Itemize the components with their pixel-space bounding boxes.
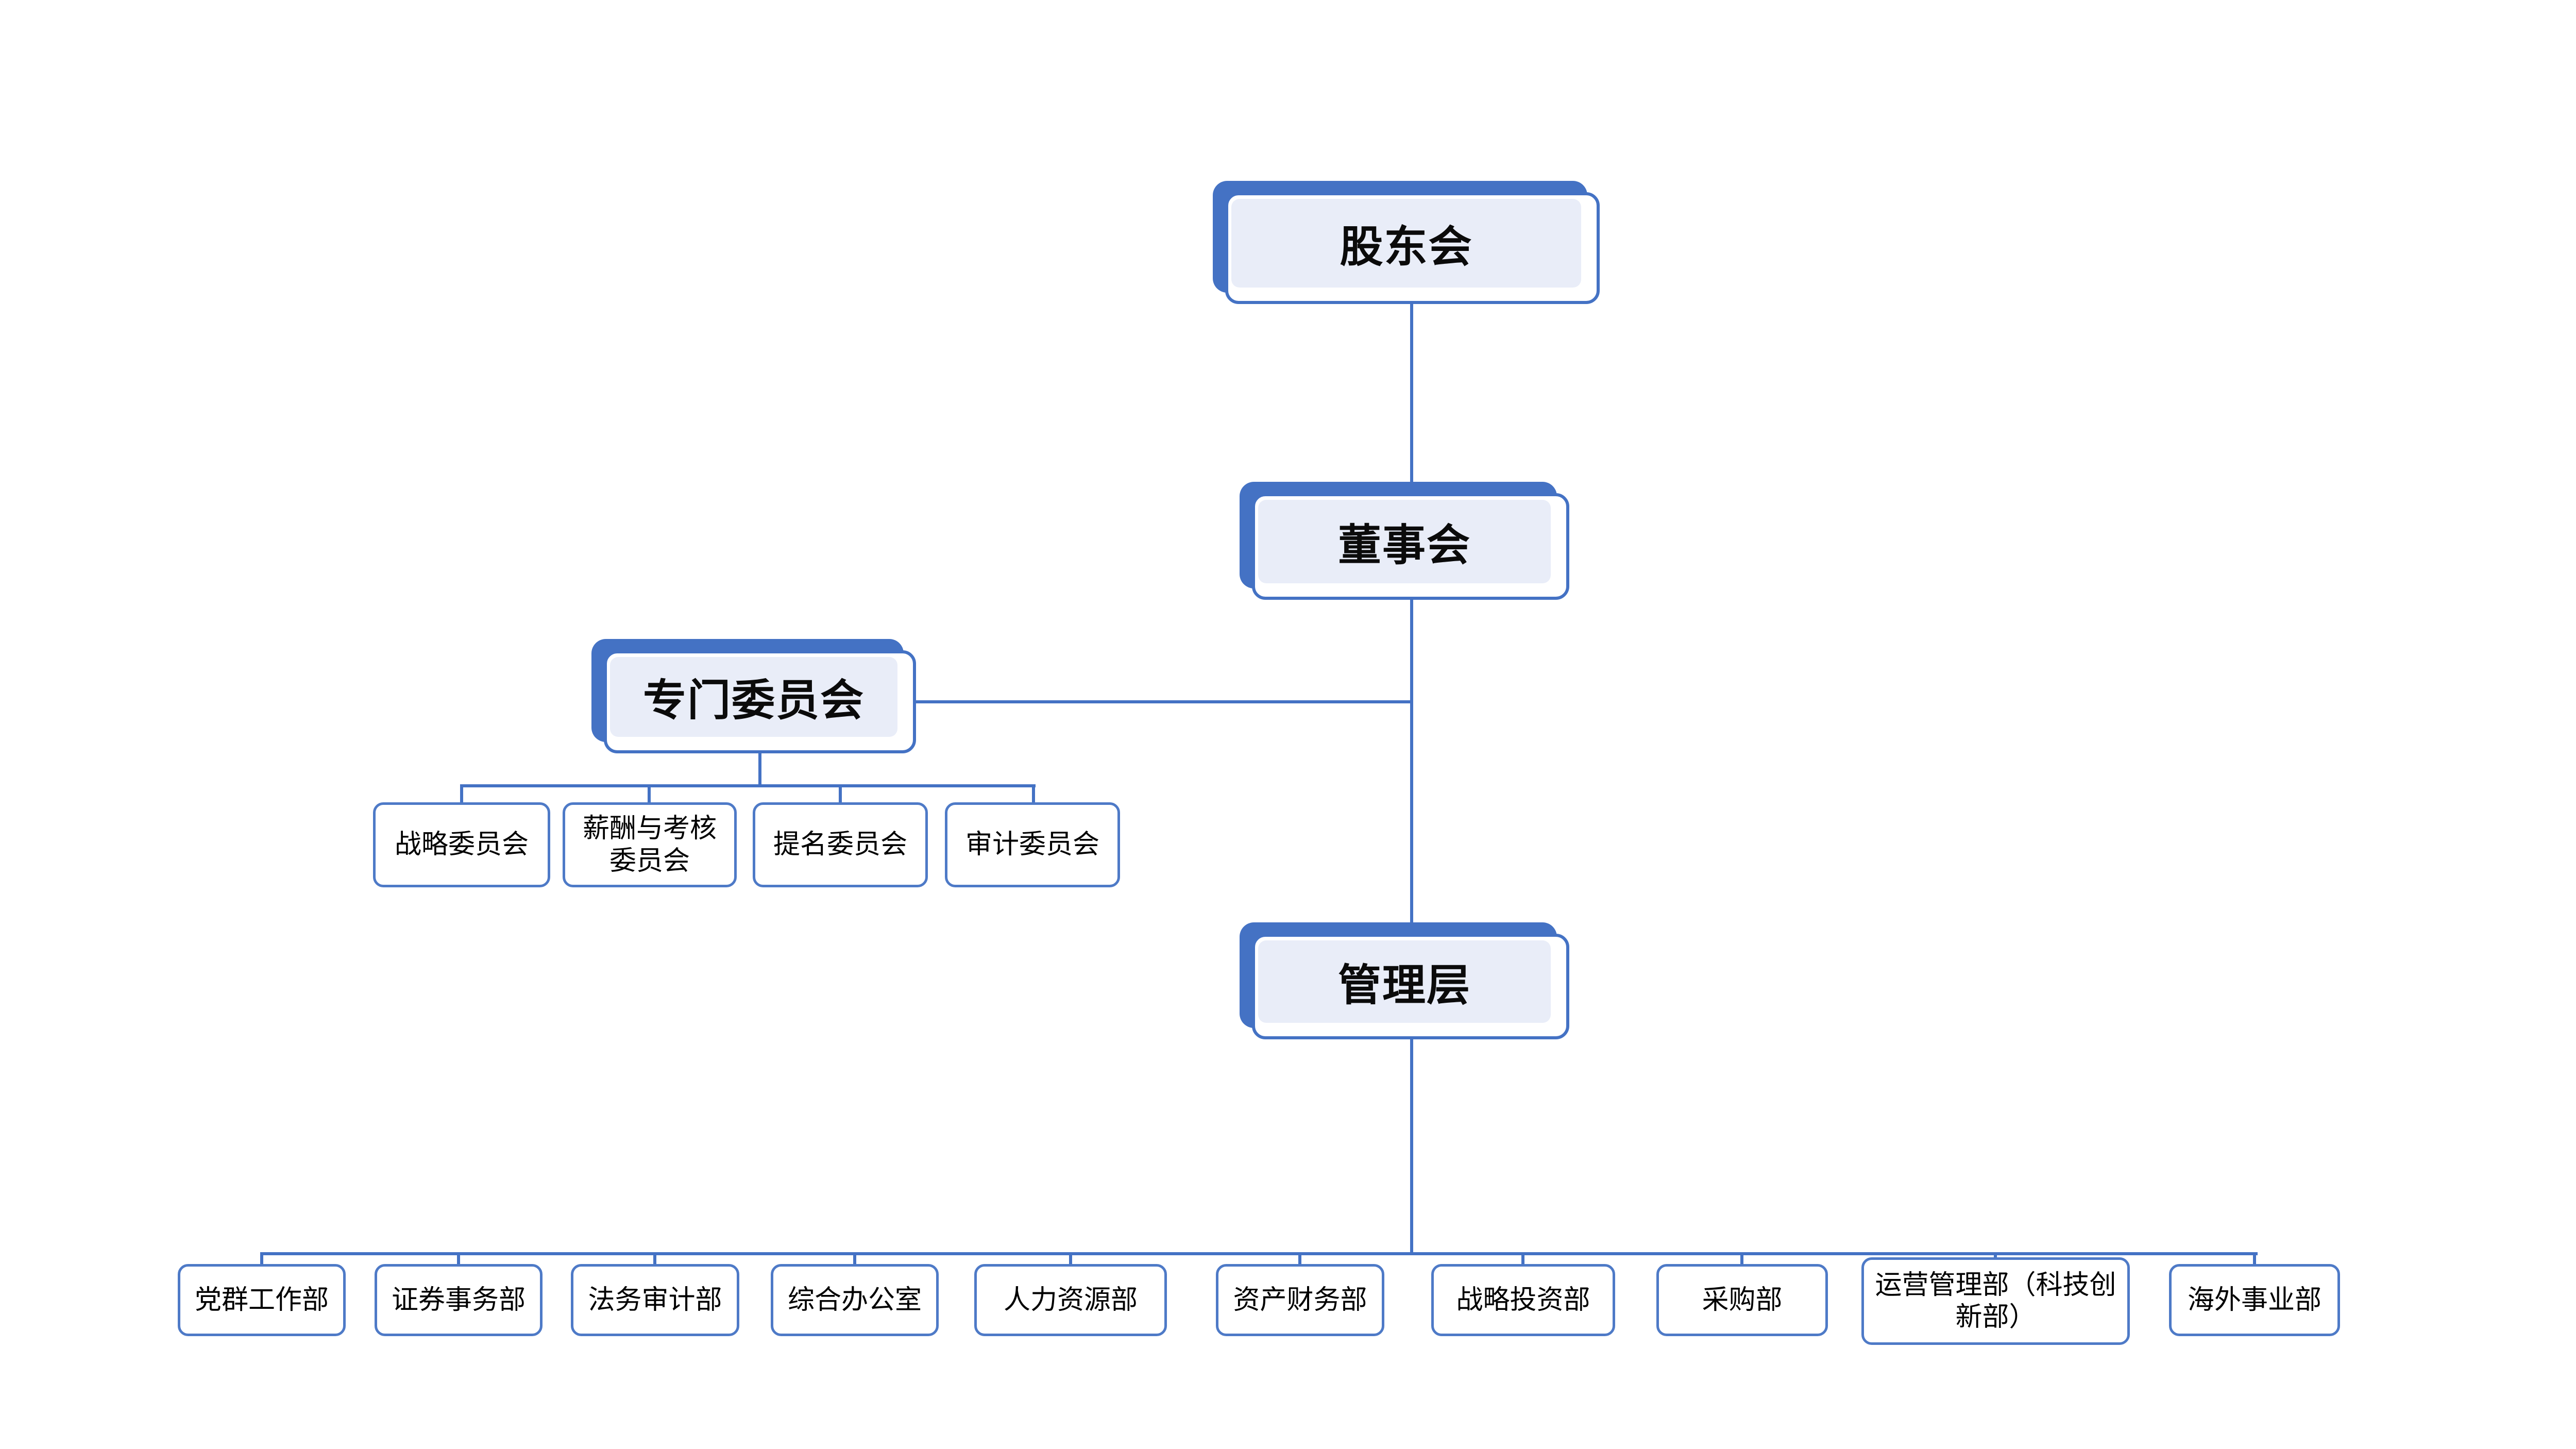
node-committee-strategy: 战略委员会 — [373, 802, 550, 887]
committee-label: 战略委员会 — [394, 830, 529, 860]
node-board-label: 董事会 — [1337, 520, 1471, 569]
connector-dept-stub-8 — [1740, 1252, 1743, 1267]
node-dept-human-resources: 人力资源部 — [974, 1264, 1167, 1336]
node-dept-strategic-investment: 战略投资部 — [1431, 1264, 1615, 1336]
node-special-committees: 专门委员会 — [591, 639, 916, 753]
node-committee-nomination: 提名委员会 — [753, 802, 928, 887]
connector-dept-stub-6 — [1298, 1252, 1301, 1267]
node-management-label: 管理层 — [1337, 961, 1471, 1009]
dept-label: 证券事务部 — [391, 1285, 526, 1315]
node-shareholders-label: 股东会 — [1340, 222, 1473, 271]
connector-department-rail — [260, 1252, 2258, 1255]
dept-label: 综合办公室 — [787, 1285, 922, 1315]
node-shareholders-meeting: 股东会 — [1213, 181, 1600, 304]
connector-committee-stub-4 — [1032, 784, 1035, 804]
node-committee-audit: 审计委员会 — [945, 802, 1120, 887]
connector-dept-stub-7 — [1521, 1252, 1524, 1267]
node-fill: 董事会 — [1258, 500, 1551, 583]
node-committee-compensation-assessment: 薪酬与考核 委员会 — [563, 802, 737, 887]
node-dept-asset-finance: 资产财务部 — [1216, 1264, 1384, 1336]
dept-label: 战略投资部 — [1456, 1285, 1590, 1315]
connector-committee-rail — [460, 784, 1036, 787]
node-dept-procurement: 采购部 — [1656, 1264, 1828, 1336]
node-dept-general-office: 综合办公室 — [771, 1264, 939, 1336]
connector-committee-stub-3 — [839, 784, 842, 804]
connector-dept-stub-10 — [2253, 1252, 2256, 1267]
node-dept-overseas-business: 海外事业部 — [2169, 1264, 2340, 1336]
node-dept-party-mass-work: 党群工作部 — [178, 1264, 346, 1336]
node-special-committees-label: 专门委员会 — [642, 676, 865, 724]
dept-label: 法务审计部 — [588, 1285, 722, 1315]
dept-label: 党群工作部 — [194, 1285, 329, 1315]
dept-label: 采购部 — [1702, 1285, 1783, 1315]
node-board-of-directors: 董事会 — [1240, 482, 1569, 600]
committee-label: 提名委员会 — [773, 830, 907, 860]
connector-dept-stub-9 — [1994, 1252, 1997, 1259]
dept-label: 资产财务部 — [1233, 1285, 1367, 1315]
dept-label: 运营管理部（科技创 新部） — [1875, 1270, 2116, 1332]
connector-special-committee-stub — [758, 751, 761, 787]
connector-branch-special-committee — [914, 700, 1412, 703]
node-fill: 专门委员会 — [610, 657, 897, 737]
connector-dept-stub-4 — [853, 1252, 856, 1267]
connector-dept-stub-1 — [260, 1252, 263, 1267]
connector-dept-stub-5 — [1069, 1252, 1072, 1267]
node-management: 管理层 — [1240, 922, 1569, 1039]
connector-management-departments — [1410, 1037, 1413, 1255]
committee-label: 薪酬与考核 委员会 — [582, 814, 717, 876]
connector-committee-stub-1 — [460, 784, 463, 804]
node-dept-legal-audit: 法务审计部 — [571, 1264, 739, 1336]
node-dept-securities-affairs: 证券事务部 — [375, 1264, 543, 1336]
node-fill: 股东会 — [1231, 199, 1581, 288]
connector-dept-stub-3 — [653, 1252, 656, 1267]
node-fill: 管理层 — [1258, 940, 1551, 1023]
dept-label: 人力资源部 — [1003, 1285, 1138, 1315]
committee-label: 审计委员会 — [965, 830, 1099, 860]
dept-label: 海外事业部 — [2187, 1285, 2321, 1315]
node-dept-operations-management: 运营管理部（科技创 新部） — [1861, 1257, 2130, 1345]
connector-committee-stub-2 — [648, 784, 651, 804]
connector-board-management — [1410, 598, 1413, 936]
connector-root-board — [1410, 302, 1413, 495]
connector-dept-stub-2 — [457, 1252, 460, 1267]
